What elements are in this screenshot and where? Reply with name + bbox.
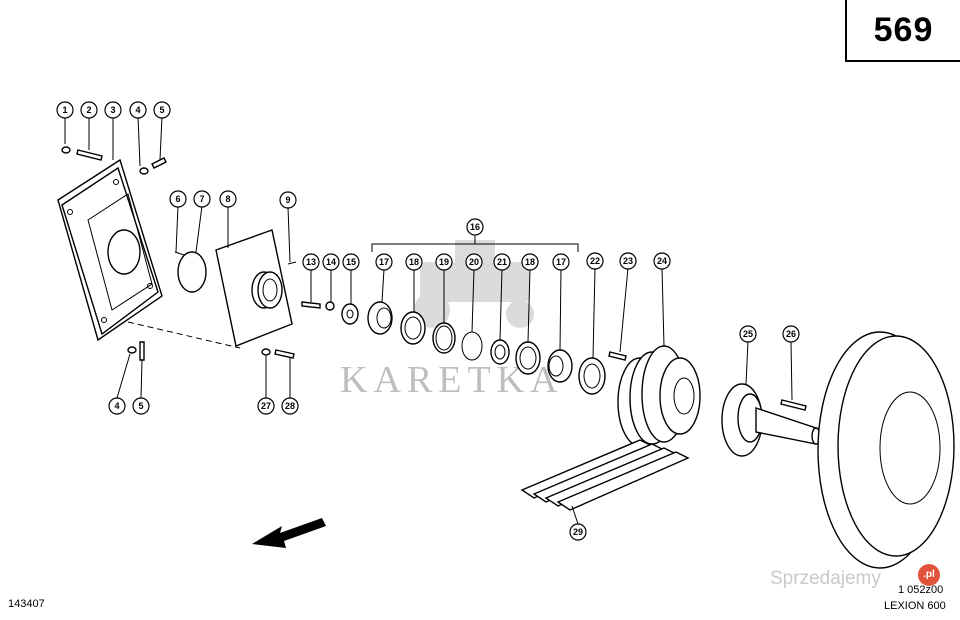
bearing-17a <box>367 301 393 335</box>
svg-text:16: 16 <box>470 222 480 232</box>
callout-16: 16 <box>466 218 484 236</box>
svg-text:29: 29 <box>573 527 583 537</box>
pulley <box>617 345 701 447</box>
callout-14: 14 <box>322 253 340 302</box>
model-label: LEXION 600 <box>884 600 946 612</box>
svg-text:13: 13 <box>306 257 316 267</box>
callout-18b: 18 <box>521 253 539 343</box>
callout-8: 8 <box>219 190 237 248</box>
svg-text:17: 17 <box>556 257 566 267</box>
ref-code: 1 052z00 <box>898 584 944 596</box>
callout-9: 9 <box>279 191 297 263</box>
svg-text:25: 25 <box>743 329 753 339</box>
callout-24: 24 <box>653 252 671 347</box>
svg-text:18: 18 <box>409 257 419 267</box>
svg-text:28: 28 <box>285 401 295 411</box>
callout-6: 6 <box>169 190 187 253</box>
svg-text:4: 4 <box>114 401 119 411</box>
group-bracket <box>371 236 579 252</box>
svg-text:27: 27 <box>261 401 271 411</box>
svg-text:18: 18 <box>525 257 535 267</box>
mounting-plate <box>57 158 163 342</box>
svg-text:19: 19 <box>439 257 449 267</box>
callout-20: 20 <box>465 253 483 333</box>
bolt-washer-top <box>61 146 167 175</box>
callout-13: 13 <box>302 253 320 302</box>
drawing-id: 143407 <box>8 598 45 610</box>
svg-text:6: 6 <box>175 194 180 204</box>
callout-3: 3 <box>104 101 122 160</box>
gasket <box>174 251 207 293</box>
ring-19 <box>432 322 456 354</box>
screw-23 <box>608 351 627 361</box>
bolt-washer-lower <box>261 348 295 359</box>
callout-18a: 18 <box>405 253 423 312</box>
svg-text:2: 2 <box>86 105 91 115</box>
callout-7: 7 <box>193 190 211 253</box>
callout-17a: 17 <box>375 253 393 303</box>
svg-text:8: 8 <box>225 194 230 204</box>
page-number: 569 <box>873 10 934 49</box>
svg-text:26: 26 <box>786 329 796 339</box>
callout-5: 5 <box>153 101 171 161</box>
bearing-17b <box>547 349 573 383</box>
callout-4: 4 <box>129 101 147 167</box>
circlip-20 <box>461 331 483 361</box>
callout-4-lower: 4 <box>108 353 131 415</box>
v-belts <box>520 439 690 511</box>
svg-text:1: 1 <box>62 105 67 115</box>
svg-text:5: 5 <box>159 105 164 115</box>
bearing-housing <box>215 229 297 347</box>
svg-text:17: 17 <box>379 257 389 267</box>
callout-17b: 17 <box>552 253 570 351</box>
svg-text:9: 9 <box>285 195 290 205</box>
hub-shaft <box>721 383 821 457</box>
site-watermark: Sprzedajemy <box>770 568 881 589</box>
callout-23: 23 <box>619 252 637 353</box>
callout-5-lower: 5 <box>132 359 150 415</box>
svg-text:5: 5 <box>138 401 143 411</box>
svg-text:21: 21 <box>497 257 507 267</box>
bolt-13-14 <box>301 301 335 311</box>
svg-text:7: 7 <box>199 194 204 204</box>
drive-wheel <box>817 331 955 569</box>
callout-28: 28 <box>281 358 299 415</box>
svg-text:23: 23 <box>623 256 633 266</box>
ring-18a <box>400 311 426 345</box>
watermark-tractor-icon <box>414 240 534 328</box>
svg-text:24: 24 <box>657 256 667 266</box>
ring-18b <box>515 341 541 375</box>
site-watermark-badge: .pl <box>918 564 940 586</box>
callout-21: 21 <box>493 253 511 341</box>
callout-19: 19 <box>435 253 453 323</box>
assembly-axis <box>127 321 241 349</box>
svg-text:14: 14 <box>326 257 336 267</box>
key-26 <box>780 399 807 411</box>
seal-22 <box>578 357 606 395</box>
callout-29: 29 <box>569 505 587 541</box>
callout-27: 27 <box>257 356 275 415</box>
callout-25: 25 <box>739 325 757 385</box>
svg-text:22: 22 <box>590 256 600 266</box>
callout-15: 15 <box>342 253 360 304</box>
callout-2: 2 <box>80 101 98 150</box>
svg-text:20: 20 <box>469 257 479 267</box>
bolt-washer-bottom <box>127 341 145 361</box>
page-number-box: 569 <box>845 0 960 62</box>
sleeve-15 <box>341 303 359 325</box>
callout-1: 1 <box>56 101 74 144</box>
ring-21 <box>490 339 510 365</box>
callout-22: 22 <box>586 252 604 359</box>
svg-text:15: 15 <box>346 257 356 267</box>
callout-26: 26 <box>782 325 800 401</box>
svg-text:4: 4 <box>135 105 140 115</box>
direction-arrow-icon <box>252 518 326 548</box>
svg-text:3: 3 <box>110 105 115 115</box>
